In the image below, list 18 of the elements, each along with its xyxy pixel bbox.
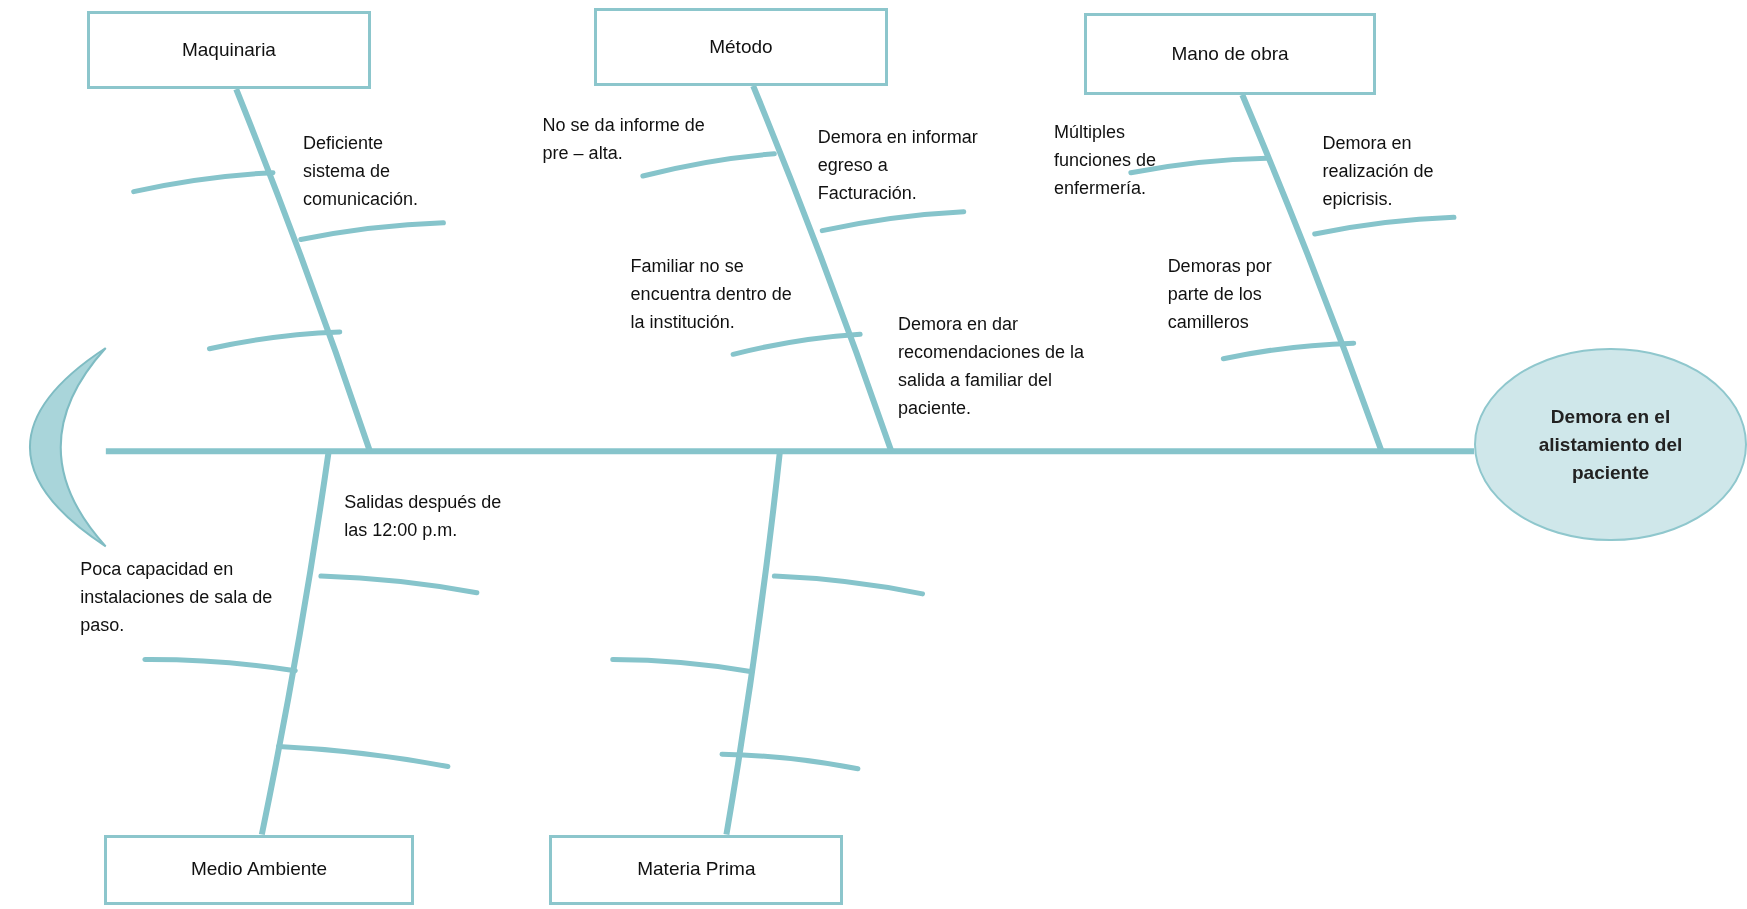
spine-line <box>105 448 1475 455</box>
cause-text: Demora en dar recomendaciones de la salida a familiar del paciente. <box>898 312 1086 420</box>
crescent-shape <box>29 346 107 547</box>
cause-text: No se da informe de pre – alta. <box>542 114 706 166</box>
category-box: Materia Prima <box>549 834 844 905</box>
cause-text: Familiar no se encuentra dentro de la institución. <box>630 254 793 334</box>
effect-text: Demora en el alistamiento del paciente <box>1537 404 1684 485</box>
cause-text: Demoras por parte de los camilleros <box>1167 254 1273 334</box>
category-box: Método <box>593 7 888 86</box>
category-box: Mano de obra <box>1084 13 1376 95</box>
category-box: Medio Ambiente <box>103 834 415 905</box>
cause-text: Poca capacidad en instalaciones de sala de paso. <box>80 557 274 637</box>
cause-text: Salidas después de las 12:00 p.m. <box>344 491 503 542</box>
cause-text: Demora en informar egreso a Facturación. <box>817 125 979 205</box>
cause-text: Deficiente sistema de comunicación. <box>303 132 420 212</box>
cause-text: Demora en realización de epicrisis. <box>1322 132 1435 212</box>
category-box: Maquinaria <box>86 11 371 90</box>
cause-text: Múltiples funciones de enfermería. <box>1054 121 1158 201</box>
